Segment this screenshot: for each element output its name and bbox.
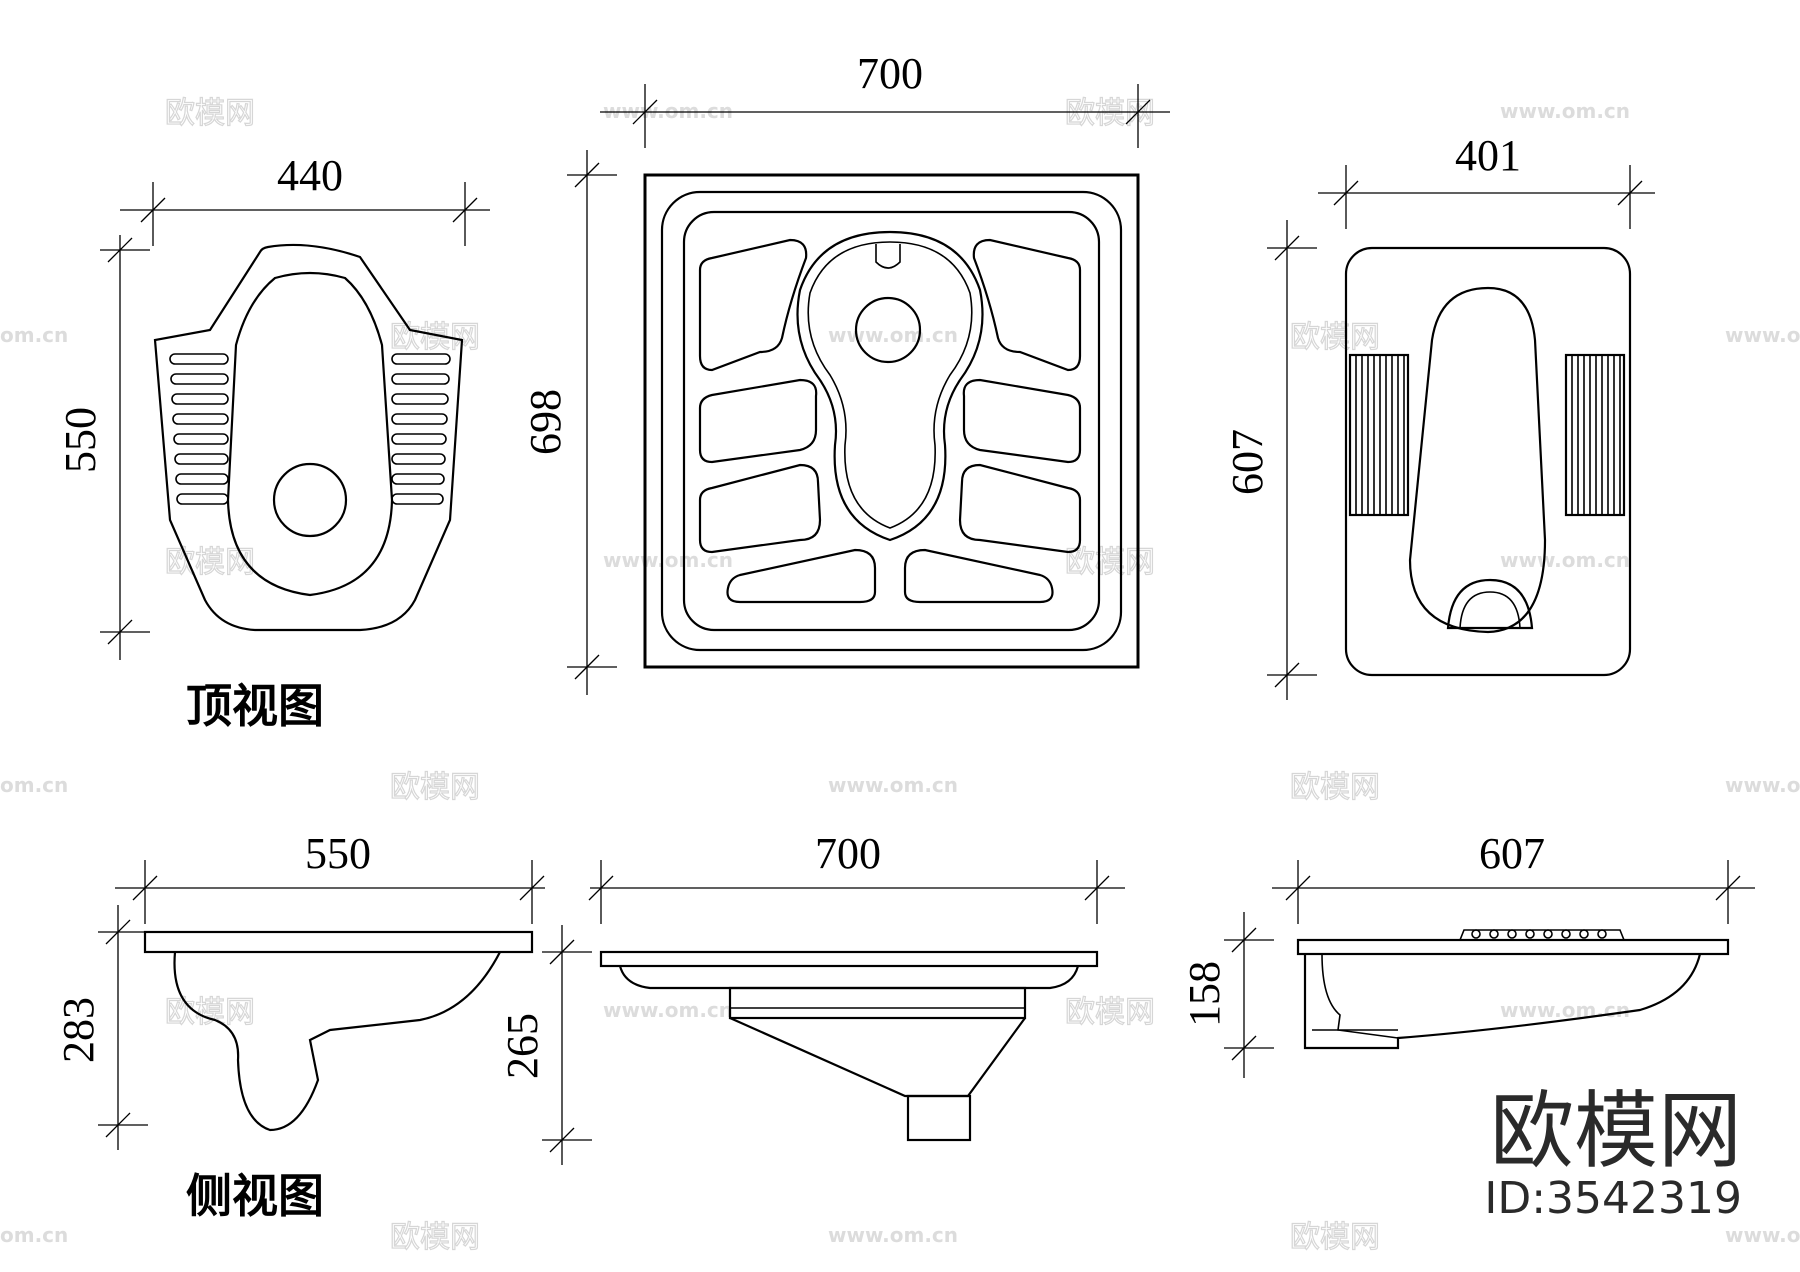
dimension-line-height [567, 150, 617, 695]
watermark-logo: 欧模网 [165, 545, 255, 580]
dimension-line-width [120, 182, 490, 246]
watermark-url: www.om.cn [828, 773, 958, 797]
dimension-width-label: 607 [1479, 829, 1545, 878]
watermark-logo: 欧模网 [1065, 96, 1155, 131]
dimension-line-width [1272, 860, 1755, 924]
pan-body [173, 951, 501, 1132]
dimension-height-label: 265 [498, 1013, 547, 1079]
brand-block: 欧模网 ID:3542319 [1484, 1082, 1742, 1224]
watermark-url: www.om.cn [1725, 323, 1800, 347]
top-view-b: 700 698 [521, 49, 1170, 695]
dimension-line-width [600, 84, 1170, 148]
dimension-width-label: 700 [857, 49, 923, 98]
dimension-line-width [588, 860, 1125, 924]
watermark-layer: 欧模网 www.om.cn 欧模网 www.om.cn om.cn 欧模网 ww… [0, 95, 1800, 1255]
dimension-line-height [542, 925, 592, 1165]
dimension-height-label: 550 [56, 407, 105, 473]
right-foot-grips [391, 353, 451, 505]
dimension-width-label: 440 [277, 151, 343, 200]
right-foot-tread [1564, 353, 1626, 517]
side-view-a: 550 283 [54, 829, 545, 1150]
watermark-logo: 欧模网 [390, 1220, 480, 1255]
watermark-url: www.om.cn [603, 99, 733, 123]
brand-logo: 欧模网 [1490, 1082, 1742, 1180]
dimension-height-label: 283 [54, 997, 103, 1063]
watermark-logo: 欧模网 [1290, 320, 1380, 355]
watermark-url: www.om.cn [1500, 99, 1630, 123]
side-view-b: 700 265 [498, 829, 1125, 1165]
top-view-label: 顶视图 [186, 679, 324, 733]
pan-bowl [226, 271, 394, 597]
top-view-c: 401 607 [1223, 131, 1655, 700]
left-foot-grips [169, 353, 229, 505]
side-view-c: 607 158 [1180, 829, 1755, 1078]
dimension-width-label: 401 [1455, 131, 1521, 180]
flush-inlet [875, 244, 901, 269]
pan-outline [1344, 246, 1632, 677]
watermark-logo: 欧模网 [1290, 1220, 1380, 1255]
pan-bowl [728, 986, 1027, 1020]
dimension-width-label: 700 [815, 829, 881, 878]
watermark-url: www.om.cn [1725, 1223, 1800, 1247]
side-view-label: 侧视图 [186, 1169, 324, 1223]
watermark-url: om.cn [0, 773, 68, 797]
drain-hole [854, 296, 922, 364]
pan-rim [1296, 938, 1730, 956]
pan-bowl [796, 230, 984, 542]
dimension-width-label: 550 [305, 829, 371, 878]
watermark-logo: 欧模网 [1290, 770, 1380, 805]
drain-hole [272, 462, 348, 538]
tray-frame [643, 173, 1140, 669]
watermark-logo: 欧模网 [165, 995, 255, 1030]
dimension-height-label: 698 [521, 389, 570, 455]
dimension-height-label: 158 [1180, 961, 1229, 1027]
dimension-line-height [100, 235, 150, 660]
drain-outlet [906, 1094, 972, 1142]
watermark-logo: 欧模网 [390, 320, 480, 355]
dimension-line-width [1318, 165, 1655, 229]
watermark-logo: 欧模网 [390, 770, 480, 805]
watermark-url: www.om.cn [603, 998, 733, 1022]
top-view-a: 440 550 [56, 151, 490, 733]
pan-rim [599, 950, 1099, 968]
pan-rim [143, 930, 534, 954]
dimension-line-height [1224, 912, 1274, 1078]
watermark-url: www.om.cn [1500, 998, 1630, 1022]
tray-rim [660, 190, 1123, 652]
watermark-url: om.cn [0, 323, 68, 347]
left-foot-pads [698, 238, 877, 604]
pan-funnel [729, 1016, 1026, 1098]
dimension-line-height [98, 905, 148, 1150]
watermark-url: www.om.cn [1500, 548, 1630, 572]
watermark-logo: 欧模网 [1065, 545, 1155, 580]
dimension-line-height [1267, 220, 1317, 700]
tray-inner [682, 210, 1101, 632]
drain-hole [1446, 578, 1534, 630]
watermark-url: www.om.cn [828, 323, 958, 347]
left-foot-tread [1348, 353, 1410, 517]
watermark-logo: 欧模网 [1065, 995, 1155, 1030]
pan-outline [153, 243, 464, 632]
dimension-height-label: 607 [1223, 429, 1272, 495]
dimension-line-width [115, 860, 545, 924]
foot-grips [1459, 929, 1625, 941]
brand-id: ID:3542319 [1484, 1173, 1742, 1224]
right-foot-pads [903, 238, 1082, 604]
watermark-url: www.om.cn [828, 1223, 958, 1247]
watermark-url: www.om.cn [1725, 773, 1800, 797]
pan-body [1303, 953, 1702, 1050]
watermark-url: om.cn [0, 1223, 68, 1247]
watermark-logo: 欧模网 [165, 96, 255, 131]
pan-upper-body [618, 965, 1080, 990]
pan-bowl [1408, 286, 1547, 634]
